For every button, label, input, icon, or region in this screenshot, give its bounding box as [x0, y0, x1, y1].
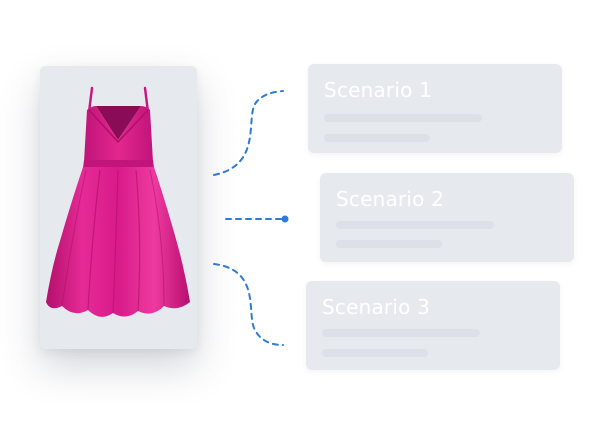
placeholder-line — [322, 349, 428, 357]
scenario-title: Scenario 1 — [324, 78, 433, 102]
scenario-title: Scenario 3 — [322, 295, 431, 319]
product-image-card[interactable] — [40, 66, 197, 349]
connector-scenario-3 — [213, 263, 284, 346]
scenario-card-1[interactable]: Scenario 1 — [308, 64, 562, 153]
dress-image — [46, 86, 190, 317]
placeholder-line — [324, 134, 430, 142]
scenario-card-2[interactable]: Scenario 2 — [320, 173, 574, 262]
placeholder-line — [324, 114, 482, 122]
placeholder-line — [336, 240, 442, 248]
placeholder-line — [322, 329, 480, 337]
connector-scenario-1 — [213, 90, 284, 176]
scenario-title: Scenario 2 — [336, 187, 445, 211]
connector-dot — [281, 215, 289, 223]
placeholder-line — [336, 221, 494, 229]
scenario-card-3[interactable]: Scenario 3 — [306, 281, 560, 370]
